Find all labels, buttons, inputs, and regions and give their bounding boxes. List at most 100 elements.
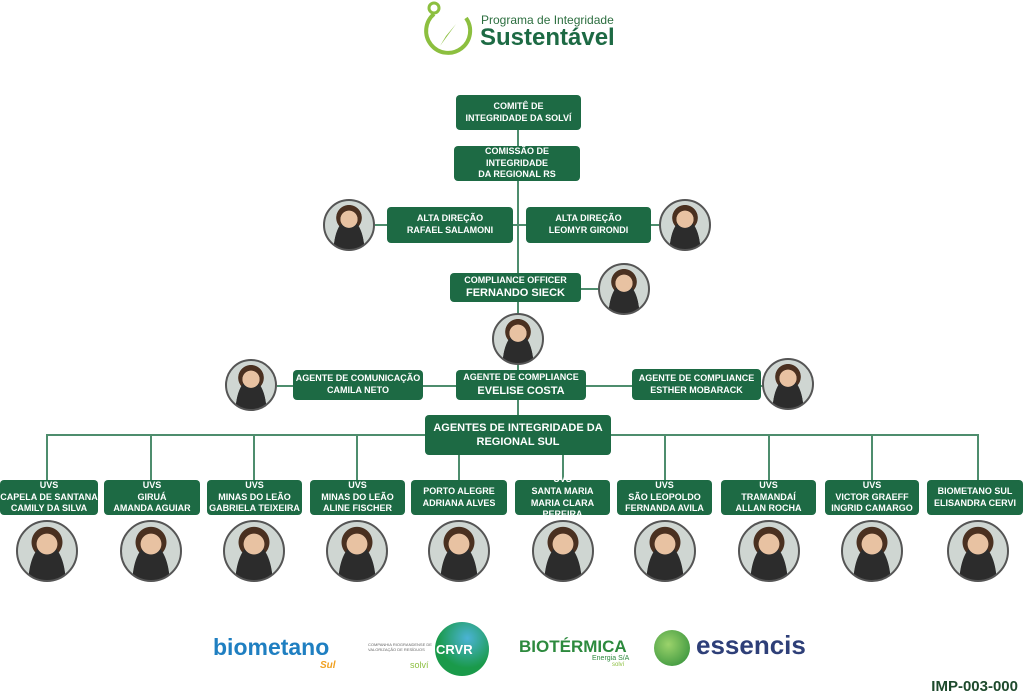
unit-box-1-line: UVS [142,479,162,490]
connector-line [150,434,152,480]
unit-box-9-line: BIOMETANO SUL [937,485,1013,496]
agente-comunicacao-box-line: CAMILA NETO [327,385,389,395]
compliance-officer-box: COMPLIANCE OFFICER FERNANDO SIECK [450,273,581,302]
biometano-logo-sub: Sul [320,660,336,671]
connector-line [277,385,293,387]
agente-evelise-box: AGENTE DE COMPLIANCE EVELISE COSTA [456,370,586,400]
biotermica-logo-text: BIOTÉRMICA [519,637,627,656]
comite-box-line: COMITÊ DE [493,100,544,111]
crvr-logo-text: CRVR [436,642,473,657]
unit-box-3-line: ALINE FISCHER [322,503,392,514]
alta-direcao-rafael-box-line: RAFAEL SALAMONI [406,225,494,235]
unit-8-photo [841,520,903,582]
unit-box-6-line: SÃO LEOPOLDO [628,491,701,502]
unit-2-photo [223,520,285,582]
agente-evelise-box-line: EVELISE COSTA [477,384,565,397]
unit-box-8-line: UVS [862,479,882,490]
crvr-logo-caption: COMPANHIA RIOGRANDENSE DE VALORIZAÇÃO DE… [368,642,432,652]
unit-box-2-line: MINAS DO LEÃO [218,491,291,502]
unit-box-7-line: UVS [759,479,778,490]
unit-0-photo [16,520,78,582]
unit-box-0-line: UVS [39,479,59,490]
rafael-photo [323,199,375,251]
comite-box-line: INTEGRIDADE DA SOLVÍ [465,112,572,123]
unit-7-photo [738,520,800,582]
unit-box-3-line: MINAS DO LEÃO [321,491,394,502]
agente-esther-box-line: AGENTE DE COMPLIANCE [638,372,755,383]
connector-line [356,434,358,480]
agente-comunicacao-box-line: AGENTE DE COMUNICAÇÃO [295,373,421,384]
esther-photo [762,358,814,410]
connector-line [581,288,599,290]
crvr-globe-icon [435,622,489,676]
biometano-logo-text: biometano [213,634,330,660]
unit-box-1-line: AMANDA AGUIAR [113,503,191,514]
unit-4-photo [428,520,490,582]
unit-5-photo [532,520,594,582]
unit-box-1-line: GIRUÁ [137,491,167,502]
unit-box-9-line: ELISANDRA CERVI [933,497,1016,508]
agentes-integridade-box-line: AGENTES DE INTEGRIDADE DA [433,421,603,434]
agentes-integridade-box-line: REGIONAL SUL [476,436,560,448]
connector-line [458,434,460,480]
document-code: IMP-003-000 [931,678,1018,694]
agente-esther-box-line: ESTHER MOBARACK [650,384,743,395]
agentes-integridade-box: AGENTES DE INTEGRIDADE DA REGIONAL SUL [425,415,611,455]
unit-box-4-line: PORTO ALEGRE [423,485,495,496]
unit-box-3-line: UVS [348,479,367,490]
unit-box-5-line: MARIA CLARA PEREIRA [530,497,595,520]
connector-line [517,130,519,415]
compliance-officer-box-line: FERNANDO SIECK [465,287,565,300]
unit-box-6-line: UVS [655,479,674,490]
connector-line [375,224,387,226]
agente-evelise-box-line: AGENTE DE COMPLIANCE [463,372,579,382]
biotermica-logo-solvi: solví [612,662,625,668]
evelise-photo [492,313,544,365]
essencis-e-icon [654,630,690,666]
biotermica-logo-sub: Energia S/A [592,655,630,662]
program-line: Programa de Integridade [481,13,614,27]
camila-photo [225,359,277,411]
alta-direcao-leomyr-box-line: ALTA DIREÇÃO [555,213,622,224]
unit-box-0-line: CAPELA DE SANTANA [0,491,98,502]
connector-line [46,434,48,480]
alta-direcao-rafael-box-line: ALTA DIREÇÃO [416,213,484,224]
connector-line [977,434,979,480]
unit-box-4-line: ADRIANA ALVES [422,497,496,508]
unit-9-photo [947,520,1009,582]
compass-logo-icon [424,1,473,55]
compliance-officer-box-line: COMPLIANCE OFFICER [464,274,567,285]
connector-line [664,434,666,480]
connector-line [423,385,456,387]
connector-line [768,434,770,480]
alta-direcao-leomyr-box-line: LEOMYR GIRONDI [548,225,629,235]
unit-6-photo [634,520,696,582]
unit-box-8-line: INGRID CAMARGO [831,503,913,514]
crvr-logo-solvi: solví [410,660,429,670]
unit-box-6-line: FERNANDA AVILA [625,503,704,514]
unit-box-7-line: ALLAN ROCHA [735,503,802,514]
unit-3-photo [326,520,388,582]
program-name: Sustentável [480,24,615,51]
unit-box-2-line: GABRIELA TEIXEIRA [209,503,300,514]
unit-box-7-line: TRAMANDAÍ [741,491,796,502]
connector-line [562,434,564,480]
comissao-box-line: DA REGIONAL RS [478,169,556,180]
unit-box-0-line: CAMILY DA SILVA [10,503,88,514]
unit-box-2-line: UVS [245,479,264,490]
unit-box-8-line: VICTOR GRAEFF [835,491,909,502]
